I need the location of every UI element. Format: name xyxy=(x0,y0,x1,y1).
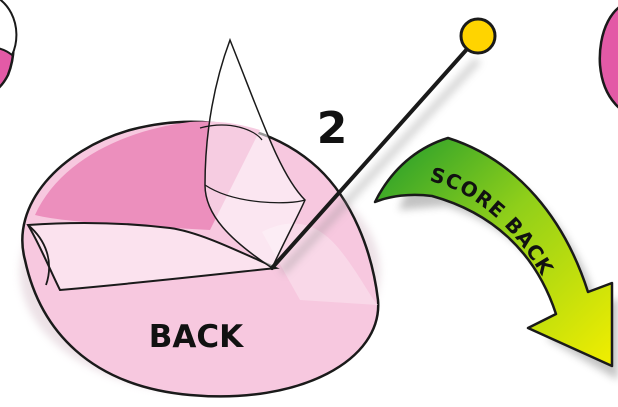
score-back-arrow: SCORE BACK xyxy=(375,138,612,366)
step-number: 2 xyxy=(317,103,348,154)
pin-head xyxy=(461,19,495,53)
right-partial-shape xyxy=(600,0,618,115)
left-partial-shape xyxy=(0,0,16,97)
back-label: BACK xyxy=(149,319,244,355)
